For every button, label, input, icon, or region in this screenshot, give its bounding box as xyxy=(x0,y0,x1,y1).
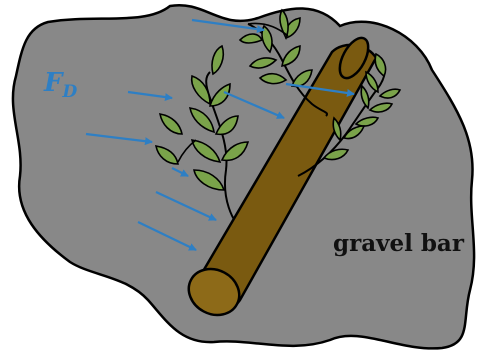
force-symbol: F xyxy=(44,68,62,98)
gravel-bar-label: gravel bar xyxy=(333,232,464,255)
drag-force-label: FD xyxy=(44,70,77,101)
force-subscript: D xyxy=(62,82,77,102)
gravel-bar-shape xyxy=(13,5,474,348)
